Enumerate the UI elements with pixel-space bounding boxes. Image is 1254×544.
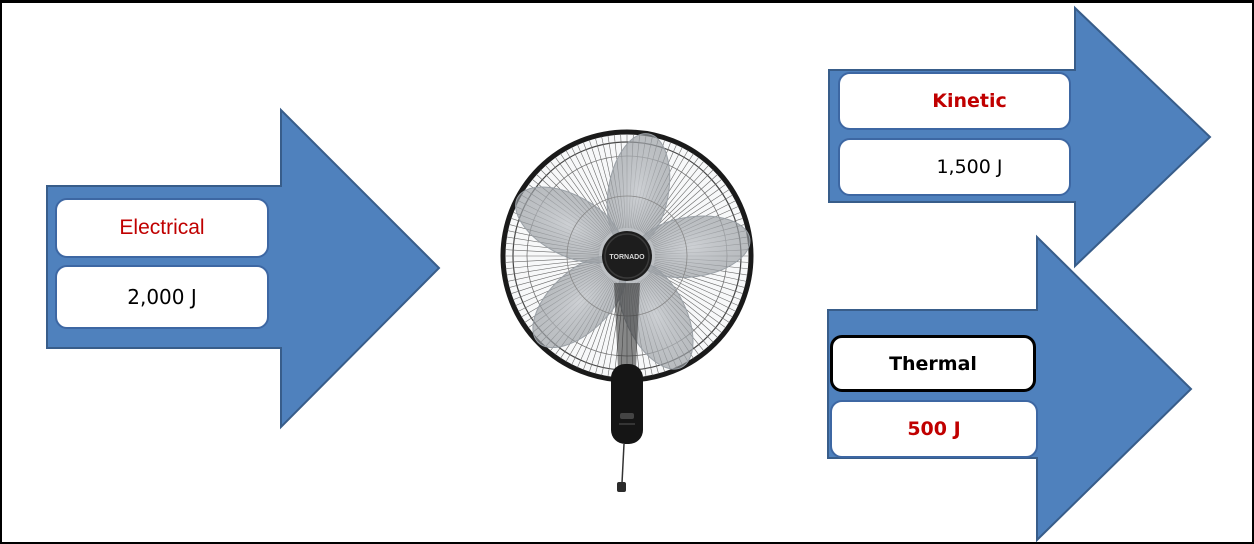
thermal-label-box: Thermal (830, 335, 1036, 392)
thermal-label: Thermal (889, 353, 977, 375)
input-label: Electrical (119, 216, 204, 240)
kinetic-arrow (829, 8, 1210, 266)
fan-brand-label: TORNADO (609, 254, 645, 261)
wall-fan-icon: TORNADO (496, 128, 758, 498)
input-value-box: 2,000 J (55, 265, 269, 329)
kinetic-label-box: Kinetic (838, 72, 1071, 130)
thermal-value: 500 J (907, 418, 960, 440)
kinetic-value-box: 1,500 J (838, 138, 1071, 196)
input-value: 2,000 J (127, 285, 197, 309)
kinetic-value: 1,500 J (906, 156, 1002, 178)
kinetic-label: Kinetic (902, 90, 1007, 112)
input-label-box: Electrical (55, 198, 269, 258)
thermal-value-box: 500 J (830, 400, 1038, 458)
